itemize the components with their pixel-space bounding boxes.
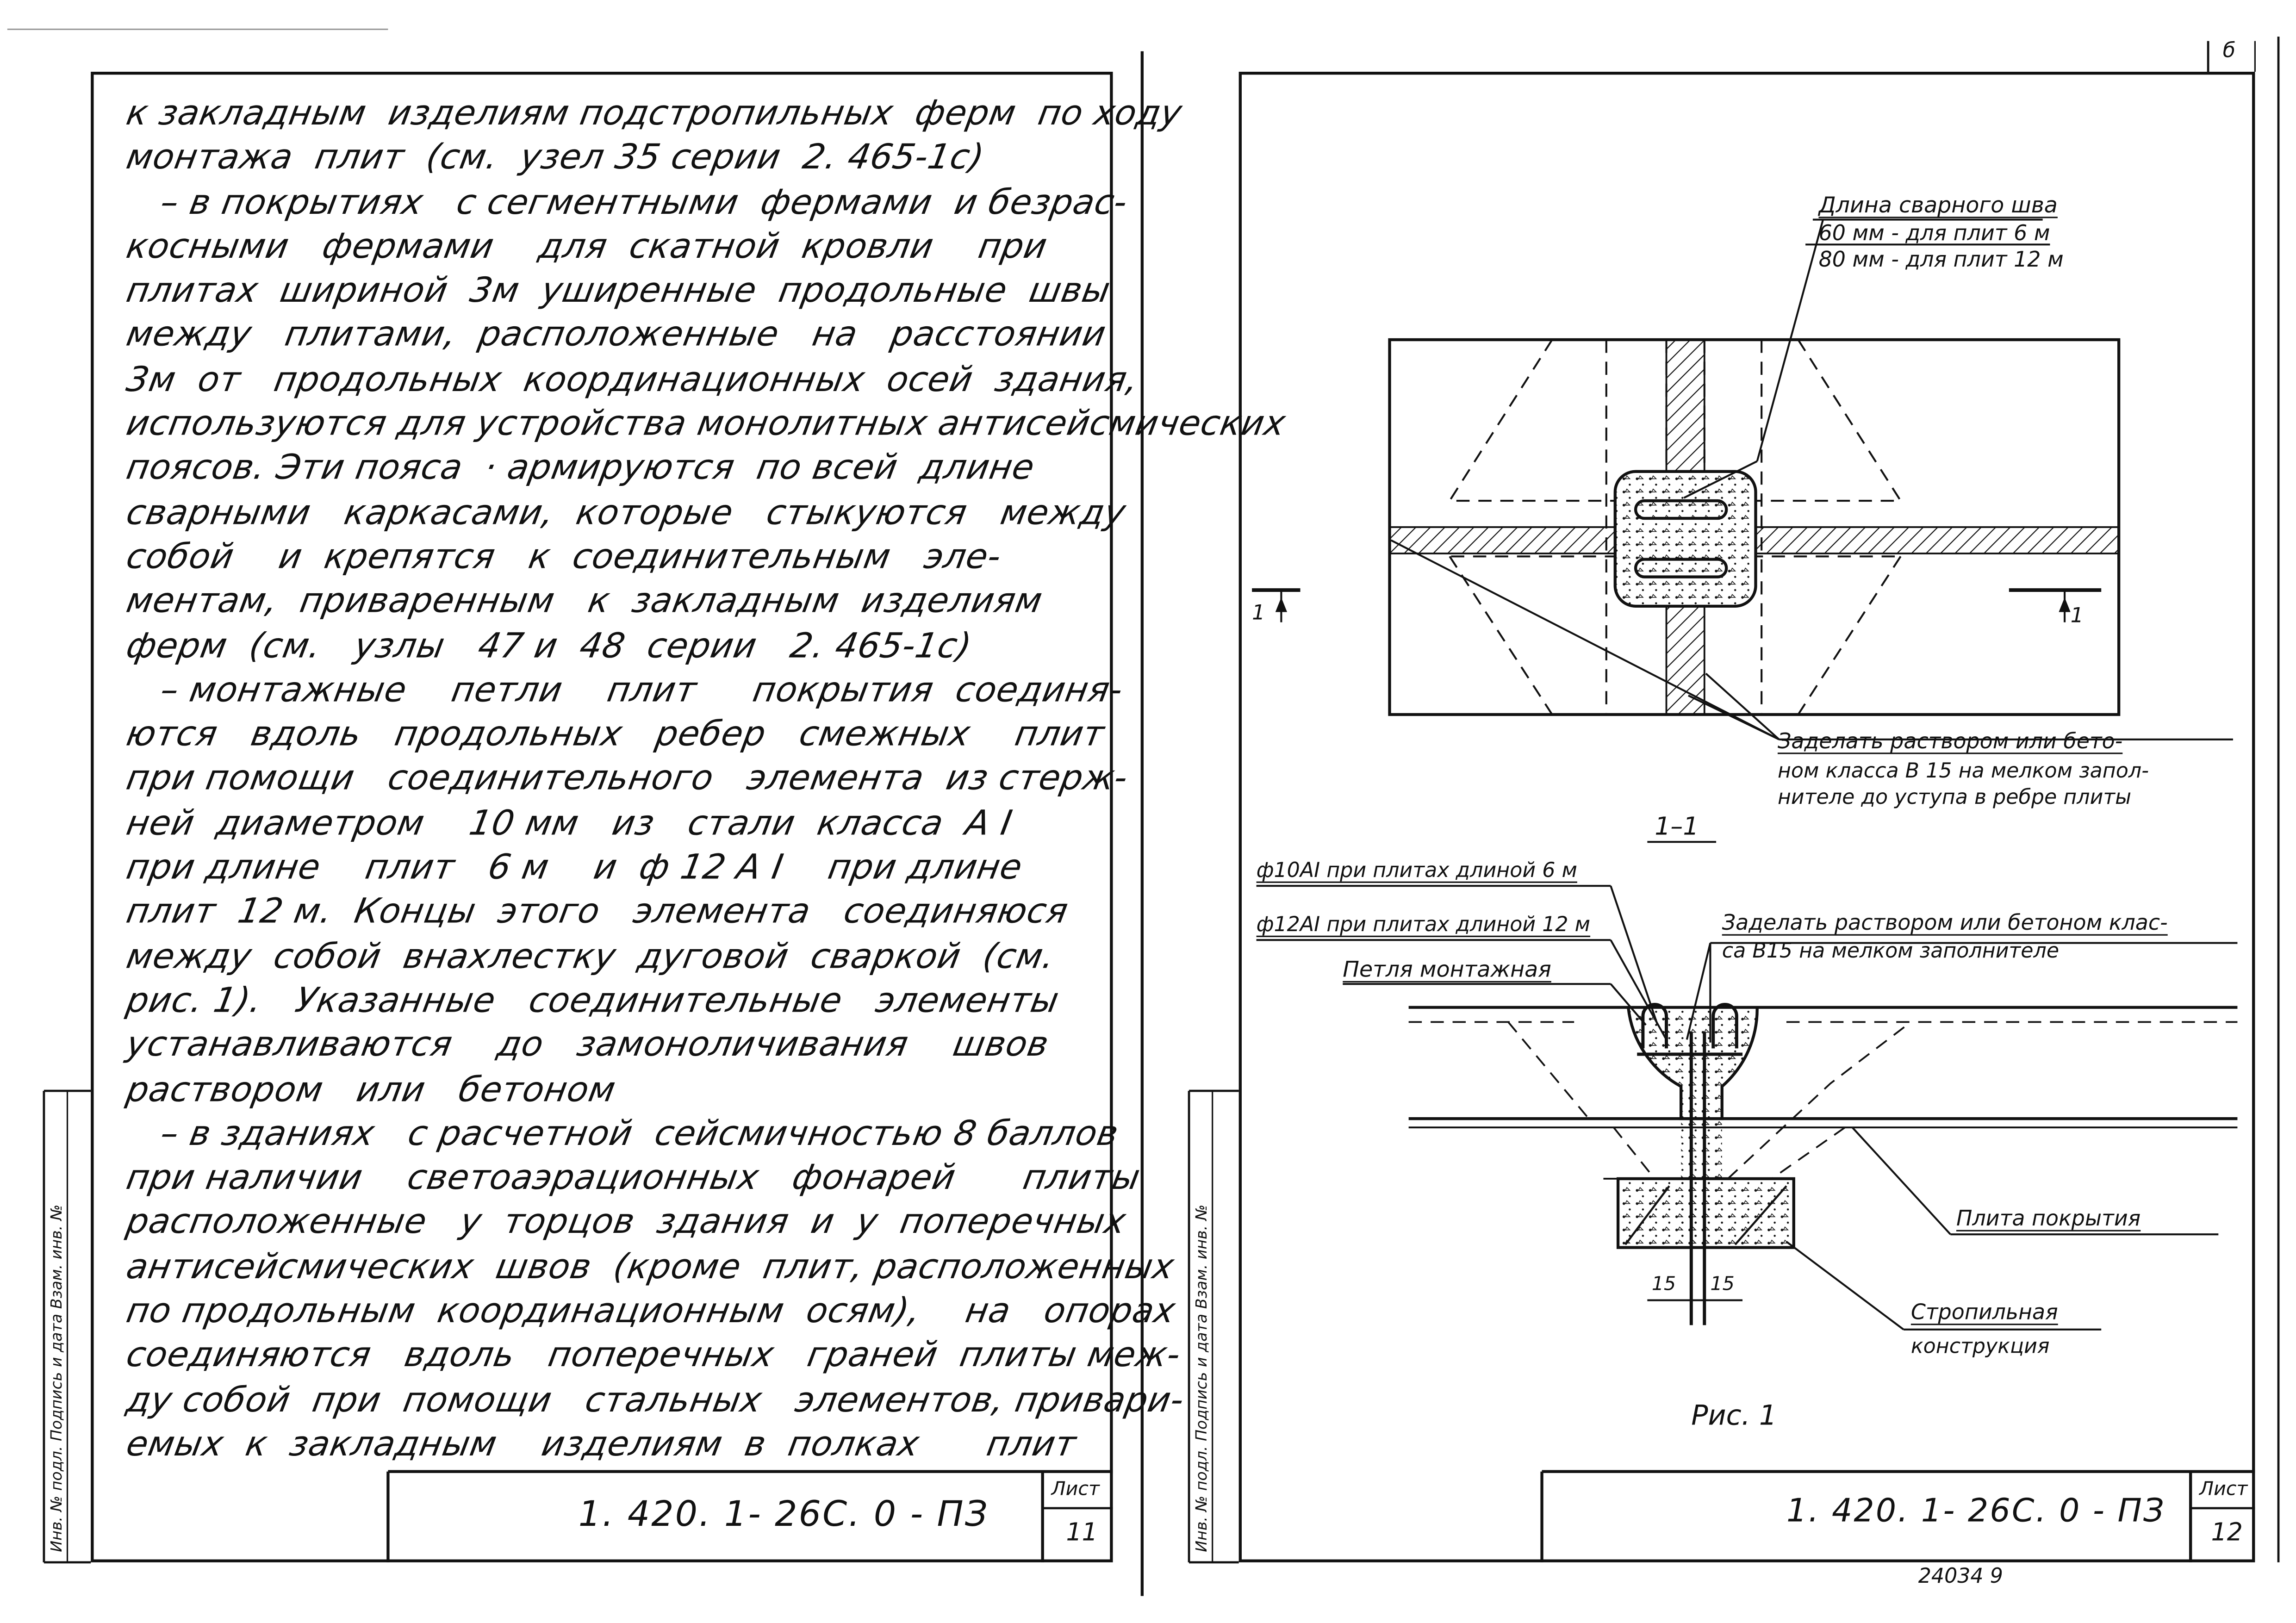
fill-note-top-line2: ном класса В 15 на мелком запол- [1777,760,2149,784]
slab-label: Плита покрытия [1956,1208,2141,1231]
weld-length-title: Длина сварного шва [1818,192,2058,218]
truss-label-line1: Стропильная [1910,1301,2058,1325]
dimension-right: 15 [1710,1274,1735,1296]
right-sidebar-label: Инв. № подл. Подпись и дата Взам. инв. № [1193,1204,1211,1552]
right-stamp-sheet-number: 12 [2211,1518,2243,1548]
left-stamp-sheet-label: Лист [1051,1479,1100,1501]
weld-length-12m: 80 мм - для плит 12 м [1818,249,2064,273]
fill-note-top-line3: нителе до уступа в ребре плиты [1777,786,2132,810]
dimension-left: 15 [1651,1274,1676,1296]
handwritten-number: 24034 9 [1918,1565,2003,1589]
fill-note-top-line1: Заделать раствором или бето- [1777,730,2123,754]
left-stamp-sheet-number: 11 [1066,1518,1098,1548]
truss-label-line2: конструкция [1910,1335,2050,1359]
right-stamp-code: 1. 420. 1- 26С. 0 - ПЗ [1786,1493,2165,1530]
left-stamp-code: 1. 420. 1- 26С. 0 - ПЗ [578,1493,989,1535]
section-mark-left: 1 [1252,602,1265,625]
loop-note: Петля монтажная [1343,956,1551,983]
weld-length-6m: 60 мм - для плит 6 м [1818,222,2050,246]
section-mark-right: 1 [2070,604,2084,628]
fill-note-bottom-line1: Заделать раствором или бетоном клас- [1722,912,2168,936]
top-corner-mark: б [2222,39,2236,63]
left-page-frame [91,72,1113,1562]
rod-note-10: ф10АI при плитах длиной 6 м [1256,859,1577,883]
figure-caption: Рис. 1 [1691,1399,1777,1432]
rod-note-12: ф12АI при плитах длиной 12 м [1256,914,1591,937]
right-stamp-sheet-label: Лист [2199,1479,2248,1501]
section-title-1-1: 1–1 [1655,812,1699,842]
right-page-frame [1238,72,2255,1562]
fill-note-bottom-line2: са В15 на мелком заполнителе [1722,940,2060,964]
